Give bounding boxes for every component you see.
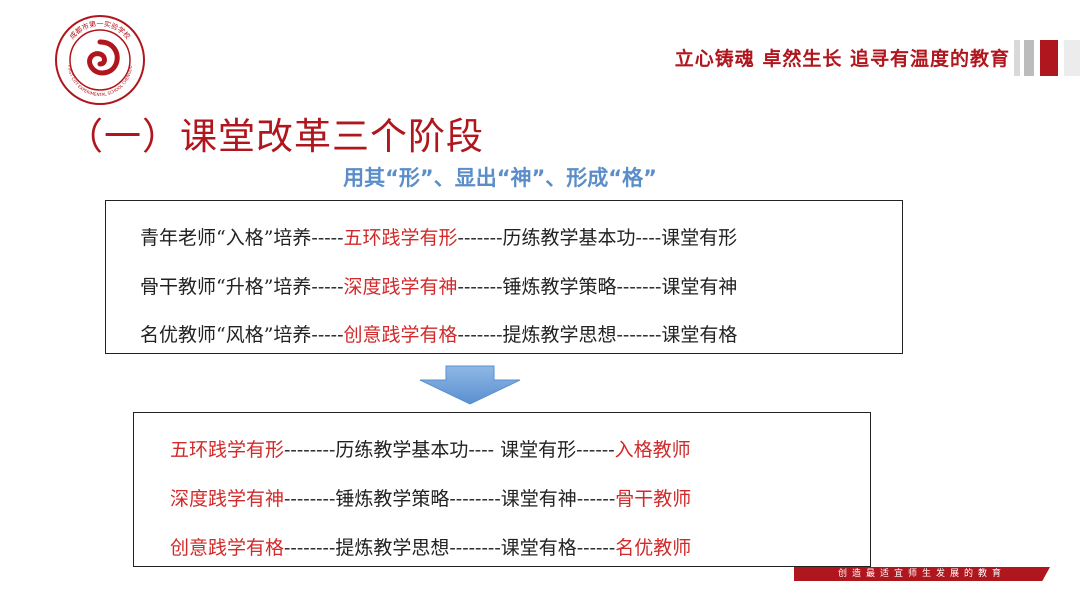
result-row: 创意践学有格--------提炼教学思想--------课堂有格------名优… [170, 537, 692, 559]
result-row: 深度践学有神--------锤炼教学策略--------课堂有神------骨干… [170, 488, 692, 510]
footer-banner: 创造最适宜师生发展的教育 [794, 567, 1050, 581]
page-title: （一）课堂改革三个阶段 [66, 115, 484, 158]
arrow-down-icon [419, 365, 521, 405]
stage-result-box: 五环践学有形--------历练教学基本功---- 课堂有形------入格教师… [133, 412, 871, 567]
school-logo-icon: 成都市第一实验学校 FIRST CITY EXPERIMENTAL SCHOOL… [55, 15, 145, 105]
training-row: 名优教师“风格”培养-----创意践学有格-------提炼教学思想------… [140, 324, 738, 346]
header-slogan: 立心铸魂 卓然生长 追寻有温度的教育 [674, 48, 1010, 70]
result-row: 五环践学有形--------历练教学基本功---- 课堂有形------入格教师 [170, 439, 691, 461]
training-row: 骨干教师“升格”培养-----深度践学有神-------锤炼教学策略------… [140, 276, 738, 298]
stage-training-box: 青年老师“入格”培养-----五环践学有形-------历练教学基本功----课… [105, 200, 903, 354]
page-subtitle: 用其“形”、显出“神”、形成“格” [343, 166, 657, 190]
logo-outer-text: FIRST CITY EXPERIMENTAL SCHOOL CHENGDU [67, 65, 133, 97]
svg-text:FIRST CITY EXPERIMENTAL SCHOOL: FIRST CITY EXPERIMENTAL SCHOOL CHENGDU [67, 65, 133, 97]
training-row: 青年老师“入格”培养-----五环践学有形-------历练教学基本功----课… [140, 227, 738, 249]
header-decoration [1014, 40, 1080, 76]
